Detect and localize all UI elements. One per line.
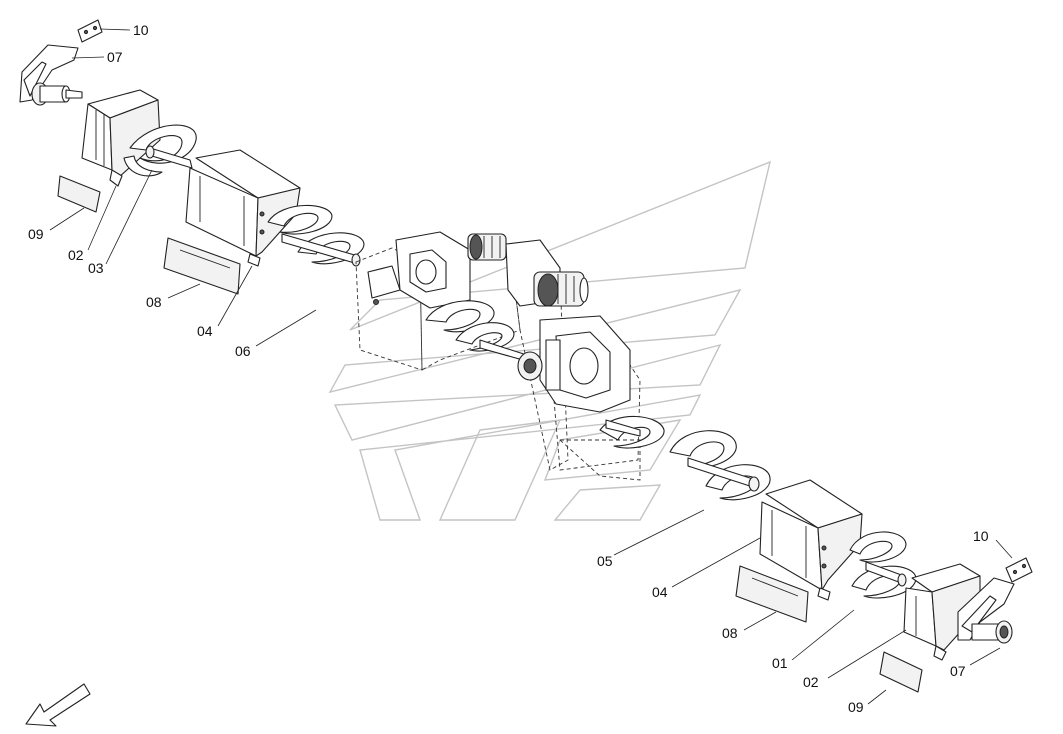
part-01-auger-right (849, 531, 917, 599)
callout-03-left: 03 (88, 260, 104, 276)
callout-05-right: 05 (597, 553, 613, 569)
callout-10-left: 10 (133, 22, 149, 38)
central-gearbox-assembly (355, 231, 665, 481)
callout-10-right: 10 (973, 528, 989, 544)
part-07-bracket-left (19, 44, 83, 106)
direction-arrow-icon (25, 683, 91, 727)
part-02-housing-right (903, 563, 981, 661)
part-07-bracket-right (957, 577, 1015, 644)
part-04-housing-right (759, 479, 863, 601)
callout-06-left: 06 (235, 343, 251, 359)
callout-07-right: 07 (950, 663, 966, 679)
part-05-auger-right (669, 430, 771, 501)
part-10-plate-right (1005, 557, 1033, 583)
part-08-plate-right (735, 565, 809, 623)
part-09-plate-right (879, 651, 923, 693)
part-10-plate-left (77, 19, 103, 43)
callout-labels: 10 07 09 02 03 08 04 06 05 04 08 01 02 1… (28, 22, 989, 715)
callout-08-right: 08 (722, 625, 738, 641)
callout-02-right: 02 (803, 674, 819, 690)
part-09-plate-left (57, 175, 101, 213)
part-06-auger-left (267, 204, 365, 267)
callout-01-right: 01 (772, 655, 788, 671)
callout-09-left: 09 (28, 226, 44, 242)
part-08-plate-left (163, 237, 241, 295)
callout-09-right: 09 (848, 699, 864, 715)
part-03-auger-left (123, 124, 197, 177)
callout-08-left: 08 (146, 294, 162, 310)
leader-lines (49, 28, 1013, 705)
callout-04-left: 04 (197, 323, 213, 339)
part-02-housing-left (81, 89, 161, 187)
part-04-housing-left (185, 149, 301, 267)
callout-04-right: 04 (652, 584, 668, 600)
callout-07-left: 07 (107, 49, 123, 65)
callout-02-left: 02 (68, 247, 84, 263)
